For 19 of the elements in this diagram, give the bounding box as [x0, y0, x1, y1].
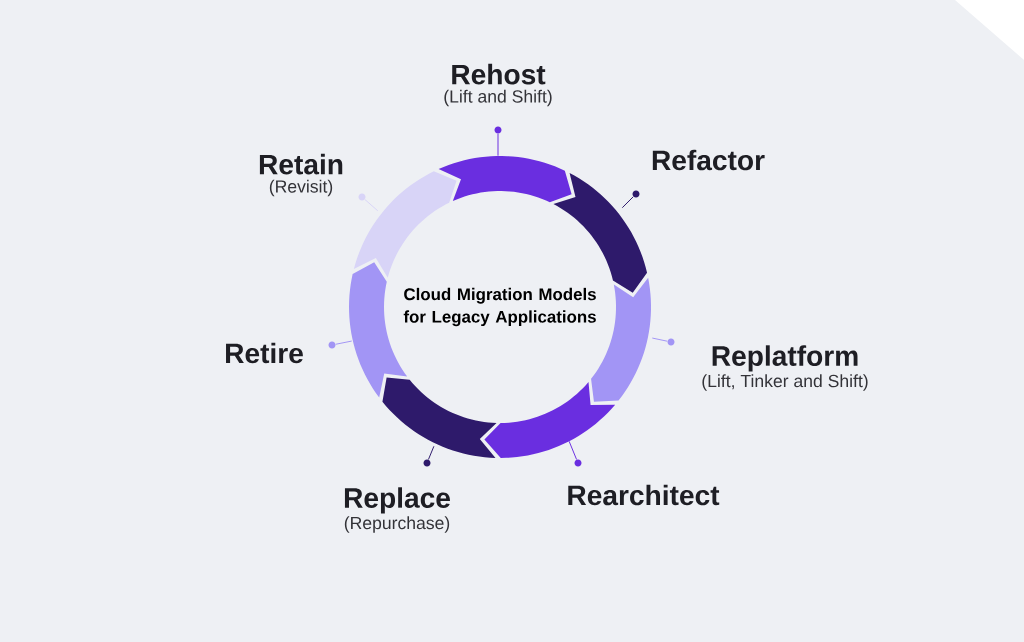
model-label: Replace (Repurchase)	[344, 487, 450, 533]
arrow-segment	[382, 377, 497, 458]
model-label: Replatform (Lift, Tinker and Shift)	[702, 345, 868, 391]
leader-line	[621, 196, 634, 209]
model-label: Retire	[226, 342, 303, 364]
model-label: Retain (Revisit)	[259, 153, 343, 197]
model-label: Rearchitect	[568, 484, 720, 506]
model-label: Refactor	[652, 149, 765, 171]
model-label: Rehost (Lift and Shift)	[444, 63, 552, 107]
leader-line	[364, 199, 379, 212]
leader-line	[497, 133, 499, 157]
arrow-segment	[484, 382, 616, 458]
leader-line	[335, 340, 353, 345]
center-title: Cloud Migration Models for Legacy Applications	[403, 287, 596, 327]
arrow-segment	[438, 156, 572, 203]
arrow-segment	[353, 171, 457, 278]
leader-line	[568, 440, 578, 460]
leader-line	[427, 445, 435, 460]
leader-line	[651, 337, 668, 342]
